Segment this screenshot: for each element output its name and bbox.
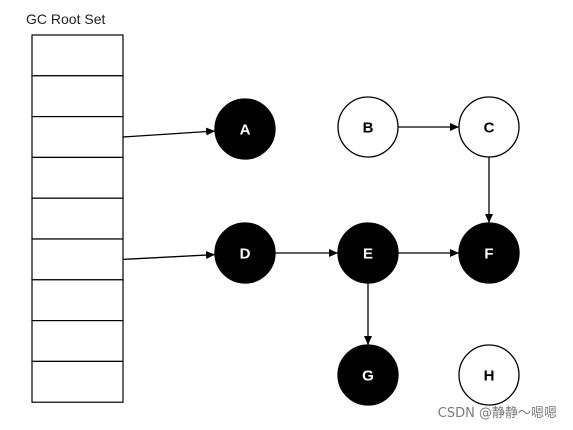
node-e-circle [337,222,399,284]
node-g: G [337,344,399,406]
node-b-label: B [363,120,374,137]
root-slot-3 [31,115,124,158]
root-slot-8 [31,320,124,363]
edge-root-slot-3-to-a [122,127,216,138]
object-nodes: A B C D E F G H [214,96,520,406]
node-e: E [337,222,399,284]
edge-root-slot-6-to-d [122,251,216,261]
node-f-label: F [484,246,493,263]
node-h-label: H [484,368,495,385]
node-e-label: E [363,246,373,263]
node-h-circle [458,344,520,406]
root-set [31,34,124,403]
root-slot-4 [31,156,124,199]
node-d-label: D [240,246,251,263]
node-a-circle [214,98,276,160]
edges [122,123,493,345]
node-f-circle [458,222,520,284]
node-c-label: C [484,120,495,137]
node-d-circle [214,222,276,284]
node-d: D [214,222,276,284]
root-slot-7 [31,279,124,322]
node-f: F [458,222,520,284]
node-a-label: A [240,122,251,139]
node-a: A [214,98,276,160]
node-c: C [458,96,520,158]
root-slot-9 [31,360,124,403]
node-b-circle [337,96,399,158]
node-h: H [458,344,520,406]
root-slot-1 [31,34,124,77]
root-set-title: GC Root Set [26,11,105,27]
node-g-circle [337,344,399,406]
root-slot-6 [31,238,124,281]
root-slot-5 [31,197,124,240]
node-b: B [337,96,399,158]
watermark: CSDN @静静～嗯嗯 [438,406,557,421]
node-c-circle [458,96,520,158]
node-g-label: G [362,368,374,385]
root-slot-2 [31,75,124,118]
